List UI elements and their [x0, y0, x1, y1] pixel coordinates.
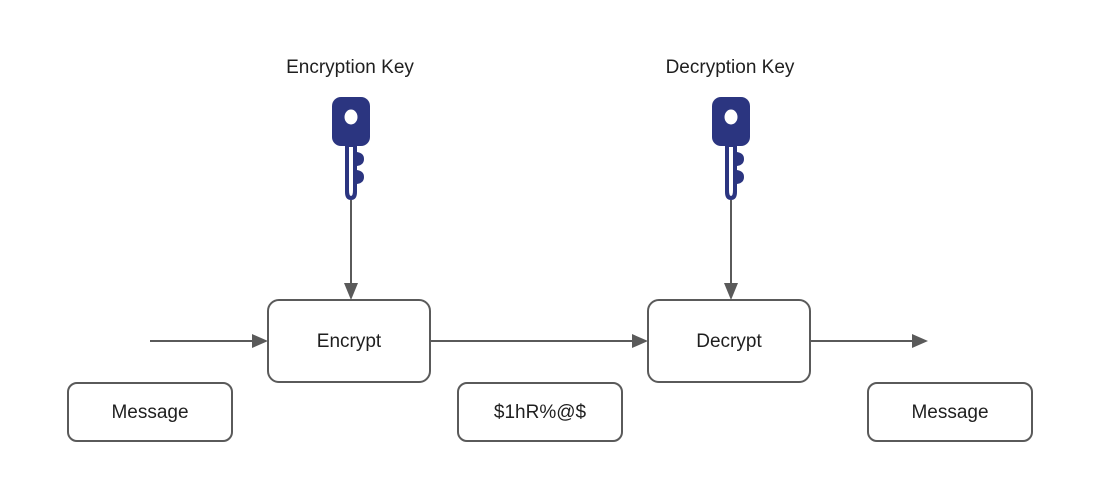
key-shaft-shape [345, 144, 364, 200]
decrypt-box[interactable]: Decrypt [647, 299, 811, 383]
connector-enckey-to-encrypt [344, 200, 358, 300]
arrow-head-down [344, 283, 358, 300]
input-message-box-shape[interactable] [67, 382, 233, 442]
arrow-head-right [912, 334, 928, 348]
input-message-label: Message [111, 402, 188, 423]
connector-encrypt-to-decrypt [430, 334, 648, 348]
ciphertext-box-shape[interactable] [457, 382, 623, 442]
decryption-key-label: Decryption Key [666, 57, 795, 78]
decrypt-box-label: Decrypt [696, 331, 762, 352]
input-message-box[interactable]: Message [67, 382, 233, 442]
key-shaft-stripe [349, 147, 353, 196]
encrypt-box[interactable]: Encrypt [267, 299, 431, 383]
output-message-box[interactable]: Message [867, 382, 1033, 442]
connector-deckey-to-decrypt [724, 200, 738, 300]
arrow-head-down [724, 283, 738, 300]
encryption-key-icon [332, 97, 370, 200]
arrow-head-right [632, 334, 648, 348]
key-hole-icon [344, 109, 358, 125]
arrow-head-right [252, 334, 268, 348]
key-shaft-stripe [729, 147, 733, 196]
ciphertext-label: $1hR%@$ [494, 402, 587, 423]
key-hole-icon [724, 109, 738, 125]
connector-decrypt-to-output [810, 334, 928, 348]
encrypt-box-label: Encrypt [317, 331, 382, 352]
encryption-key-label: Encryption Key [286, 57, 414, 78]
connector-input-to-encrypt [150, 334, 268, 348]
output-message-label: Message [911, 402, 988, 423]
key-shaft-shape [725, 144, 744, 200]
ciphertext-box[interactable]: $1hR%@$ [457, 382, 623, 442]
decryption-key-icon [712, 97, 750, 200]
output-message-box-shape[interactable] [867, 382, 1033, 442]
